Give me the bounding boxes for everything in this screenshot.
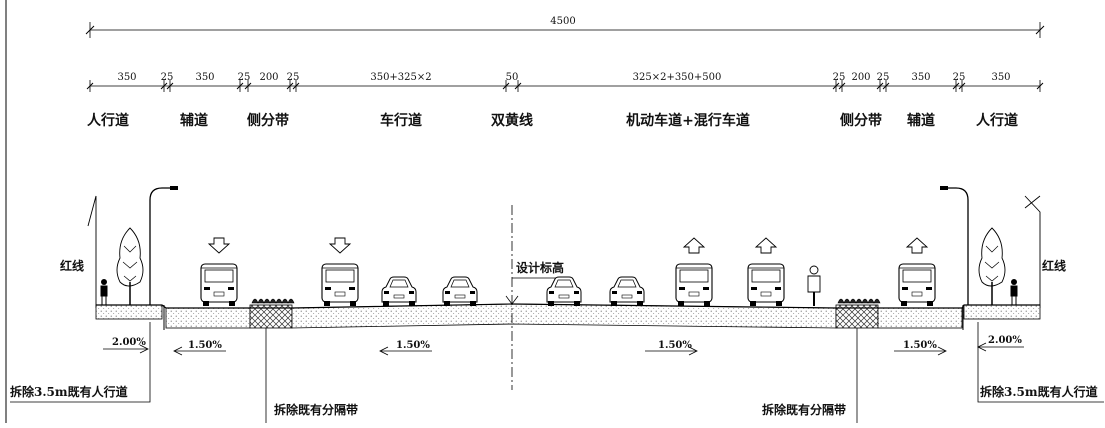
slope-label-6: 2.00%	[988, 335, 1022, 346]
lane-name-label: 人行道	[976, 112, 1018, 129]
slope-label-3: 1.50%	[396, 340, 430, 351]
segment-dimension-label: 350	[195, 72, 214, 83]
red-line-markers: 红线 红线	[60, 195, 1066, 308]
lane-name-label: 辅道	[180, 112, 208, 129]
car-icon	[381, 276, 417, 306]
sidewalk-right	[963, 304, 1041, 320]
road-profile	[95, 303, 1041, 330]
cyclist-icon	[807, 265, 821, 306]
segment-dimension-label: 25	[238, 72, 251, 83]
segment-dimension-label: 50	[506, 72, 519, 83]
total-dimension: 4500	[85, 16, 1045, 38]
design-elevation-label: 设计标高	[516, 260, 564, 275]
slope-label-4: 1.50%	[658, 340, 692, 351]
segment-dimension-label: 350	[991, 72, 1010, 83]
slope-label-5: 1.50%	[903, 340, 937, 351]
slope-annotations: 2.00% 1.50% 1.50% 1.50% 1.50% 2.00%	[103, 335, 1024, 356]
red-line-label-left: 红线	[60, 258, 84, 273]
pedestrian-icon	[1010, 279, 1018, 305]
aux-road-left	[165, 307, 251, 329]
bus-icon	[898, 263, 936, 306]
note-remove-divider-left: 拆除既有分隔带	[274, 402, 358, 417]
aux-road-right	[877, 307, 963, 329]
note-remove-divider-right: 拆除既有分隔带	[762, 402, 846, 417]
segment-dimension-label: 350	[117, 72, 136, 83]
segment-dimensions: 350 25 350 25 200 25 350+325×2 50 325×2+350+500 2…	[86, 72, 1044, 92]
design-centerline: 设计标高	[505, 205, 564, 390]
lane-name-label: 侧分带	[247, 112, 289, 129]
tree-icon	[978, 227, 1006, 305]
lane-name-label: 侧分带	[840, 112, 882, 129]
note-remove-sidewalk-left: 拆除3.5m既有人行道	[10, 384, 128, 399]
removal-notes: 拆除3.5m既有人行道 拆除既有分隔带 拆除既有分隔带 拆除3.5m既有人行道	[10, 322, 1104, 423]
segment-dimension-label: 25	[161, 72, 174, 83]
elevation-triangle-icon	[505, 295, 519, 305]
segment-dimension-label: 25	[953, 72, 966, 83]
slope-label-1: 2.00%	[112, 337, 146, 348]
car-icon	[442, 276, 478, 306]
segment-dimension-label: 350+325×2	[370, 72, 431, 83]
car-icon	[609, 276, 645, 306]
hedge-icon	[837, 298, 881, 304]
pedestrian-icon	[100, 279, 108, 305]
hedge-icon	[251, 298, 295, 304]
lane-name-label: 人行道	[87, 112, 129, 129]
bus-icon	[747, 263, 785, 306]
bus-icon	[675, 263, 713, 306]
sidewalk-left	[95, 304, 163, 320]
bus-icon	[200, 263, 238, 306]
lane-name-label: 双黄线	[491, 112, 533, 129]
carriageway	[291, 303, 837, 329]
car-icon	[546, 276, 582, 306]
slope-label-2: 1.50%	[188, 340, 222, 351]
tree-icon	[116, 227, 144, 305]
lane-name-label: 辅道	[907, 112, 935, 129]
segment-dimension-label: 325×2+350+500	[633, 72, 722, 83]
lane-names: 人行道 辅道 侧分带 车行道 双黄线 机动车道+混行车道 侧分带 辅道 人行道	[87, 112, 1018, 129]
arrow-down-icon	[328, 237, 352, 254]
segment-dimension-label: 200	[851, 72, 870, 83]
segment-dimension-label: 25	[833, 72, 846, 83]
total-width-label: 4500	[550, 16, 575, 27]
arrow-down-icon	[207, 237, 231, 254]
bus-icon	[321, 263, 359, 306]
arrow-up-icon	[905, 237, 929, 254]
segment-dimension-label: 200	[259, 72, 278, 83]
segment-dimension-label: 25	[287, 72, 300, 83]
segment-dimension-label: 350	[911, 72, 930, 83]
lane-name-label: 车行道	[380, 112, 422, 129]
arrow-up-icon	[754, 237, 778, 254]
red-line-label-right: 红线	[1042, 258, 1066, 273]
street-lamp-icon	[940, 186, 969, 305]
street-lamp-icon	[149, 186, 178, 305]
segment-dimension-label: 25	[877, 72, 890, 83]
lane-name-label: 机动车道+混行车道	[626, 112, 750, 129]
arrow-up-icon	[682, 237, 706, 254]
note-remove-sidewalk-right: 拆除3.5m既有人行道	[980, 384, 1098, 399]
